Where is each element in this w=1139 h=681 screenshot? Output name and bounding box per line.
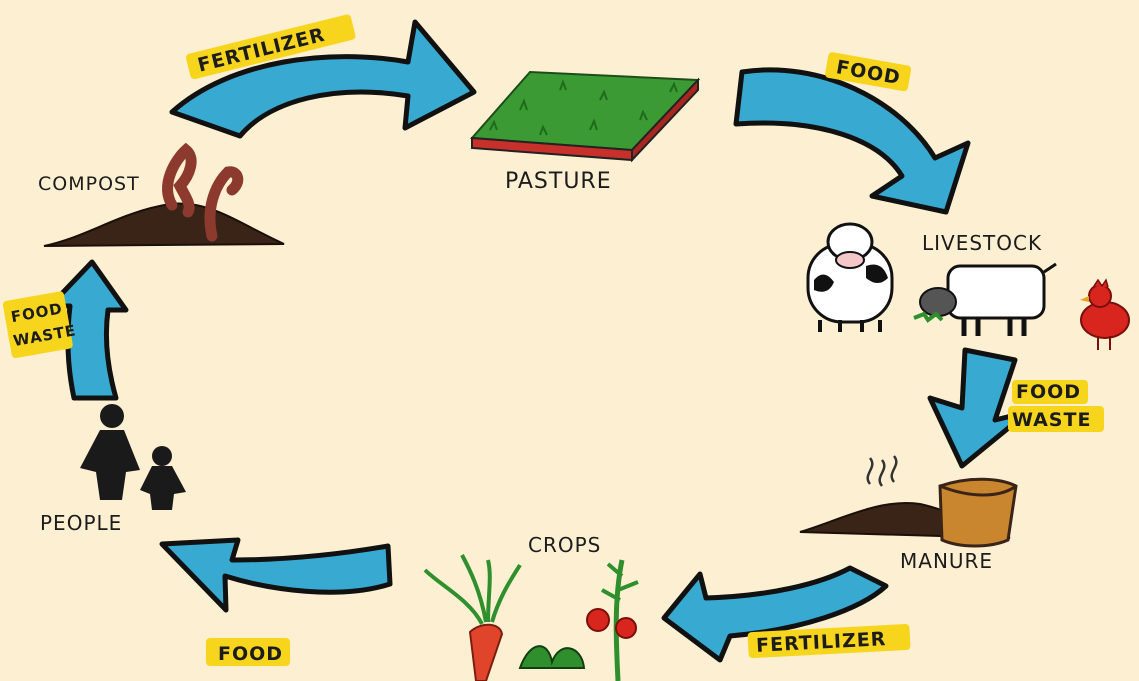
sack-icon (940, 479, 1016, 546)
node-label-livestock: LIVESTOCK (922, 231, 1042, 255)
sheep-icon (914, 264, 1056, 336)
svg-text:FOOD: FOOD (218, 643, 283, 665)
edge-label-food-bottom: FOOD (206, 638, 290, 666)
svg-text:WASTE: WASTE (1012, 409, 1091, 431)
compost-icon (44, 150, 284, 246)
node-label-compost: COMPOST (38, 173, 140, 195)
people-icon (80, 404, 186, 510)
node-label-people: PEOPLE (40, 511, 122, 535)
hen-icon (1080, 280, 1129, 350)
node-label-pasture: PASTURE (505, 169, 612, 194)
cow-icon (808, 224, 892, 332)
arrow-pasture-to-livestock (736, 70, 968, 212)
edge-label-food-waste-right: FOOD WASTE (1008, 380, 1104, 432)
arrow-crops-to-people (162, 540, 390, 610)
svg-text:FOOD: FOOD (1016, 381, 1081, 403)
pasture-icon (472, 72, 698, 160)
lettuce-icon (520, 646, 584, 668)
node-label-crops: CROPS (528, 533, 601, 557)
carrot-icon (425, 555, 520, 681)
tomato-plant-icon (587, 560, 638, 681)
node-label-manure: MANURE (900, 549, 993, 573)
